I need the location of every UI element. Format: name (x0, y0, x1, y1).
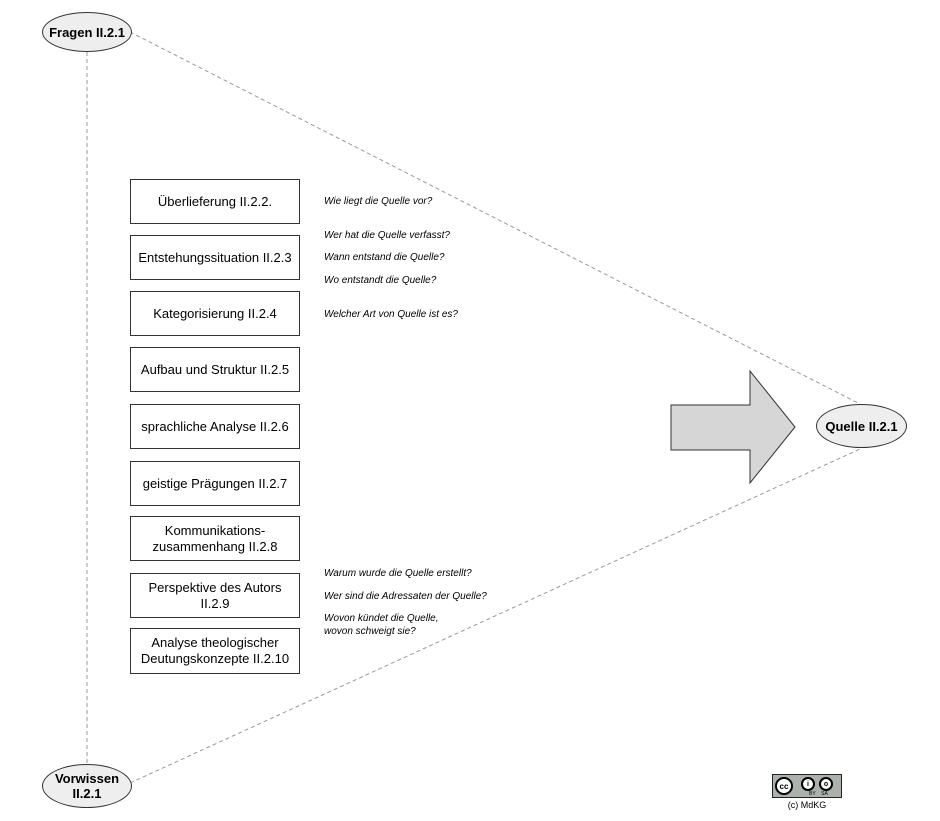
cc-icon: cc (775, 777, 793, 795)
connector-fragen-quelle (129, 31, 861, 405)
step-sprachliche-analyse: sprachliche Analyse II.2.6 (130, 404, 300, 449)
node-fragen: Fragen II.2.1 (42, 12, 132, 52)
sa-share-alike-icon: o (819, 777, 833, 791)
copyright-text: (c) MdKG (787, 800, 827, 810)
by-attribution-icon: i (801, 777, 815, 791)
question-adressaten: Wer sind die Adressaten der Quelle? (324, 591, 487, 602)
step-kommunikationszusammenhang: Kommunikations-zusammenhang II.2.8 (130, 516, 300, 561)
connector-vorwissen-quelle (129, 448, 861, 784)
step-aufbau-struktur: Aufbau und Struktur II.2.5 (130, 347, 300, 392)
step-perspektive-autor: Perspektive des Autors II.2.9 (130, 573, 300, 618)
question-zweck: Warum wurde die Quelle erstellt? (324, 568, 472, 579)
question-schweigt: wovon schweigt sie? (324, 626, 416, 637)
step-kategorisierung: Kategorisierung II.2.4 (130, 291, 300, 336)
step-geistige-praegungen: geistige Prägungen II.2.7 (130, 461, 300, 506)
cc-badge-labels: BY SA (809, 791, 828, 797)
step-theologische-deutung: Analyse theologischer Deutungskonzepte I… (130, 628, 300, 674)
arrow-right-icon (670, 369, 796, 485)
node-vorwissen: Vorwissen II.2.1 (42, 764, 132, 808)
question-ort: Wo entstandt die Quelle? (324, 275, 437, 286)
question-zeit: Wann entstand die Quelle? (324, 252, 445, 263)
question-art: Welcher Art von Quelle ist es? (324, 309, 458, 320)
node-quelle: Quelle II.2.1 (816, 404, 907, 448)
cc-license-icon: cc i o BY SA (772, 774, 842, 798)
question-ueberlieferung: Wie liegt die Quelle vor? (324, 196, 433, 207)
badge-by-label: BY (809, 791, 816, 797)
step-ueberlieferung: Überlieferung II.2.2. (130, 179, 300, 224)
badge-sa-label: SA (821, 791, 828, 797)
step-entstehungssituation: Entstehungssituation II.2.3 (130, 235, 300, 280)
question-kuendet: Wovon kündet die Quelle, (324, 613, 439, 624)
question-verfasser: Wer hat die Quelle verfasst? (324, 230, 450, 241)
